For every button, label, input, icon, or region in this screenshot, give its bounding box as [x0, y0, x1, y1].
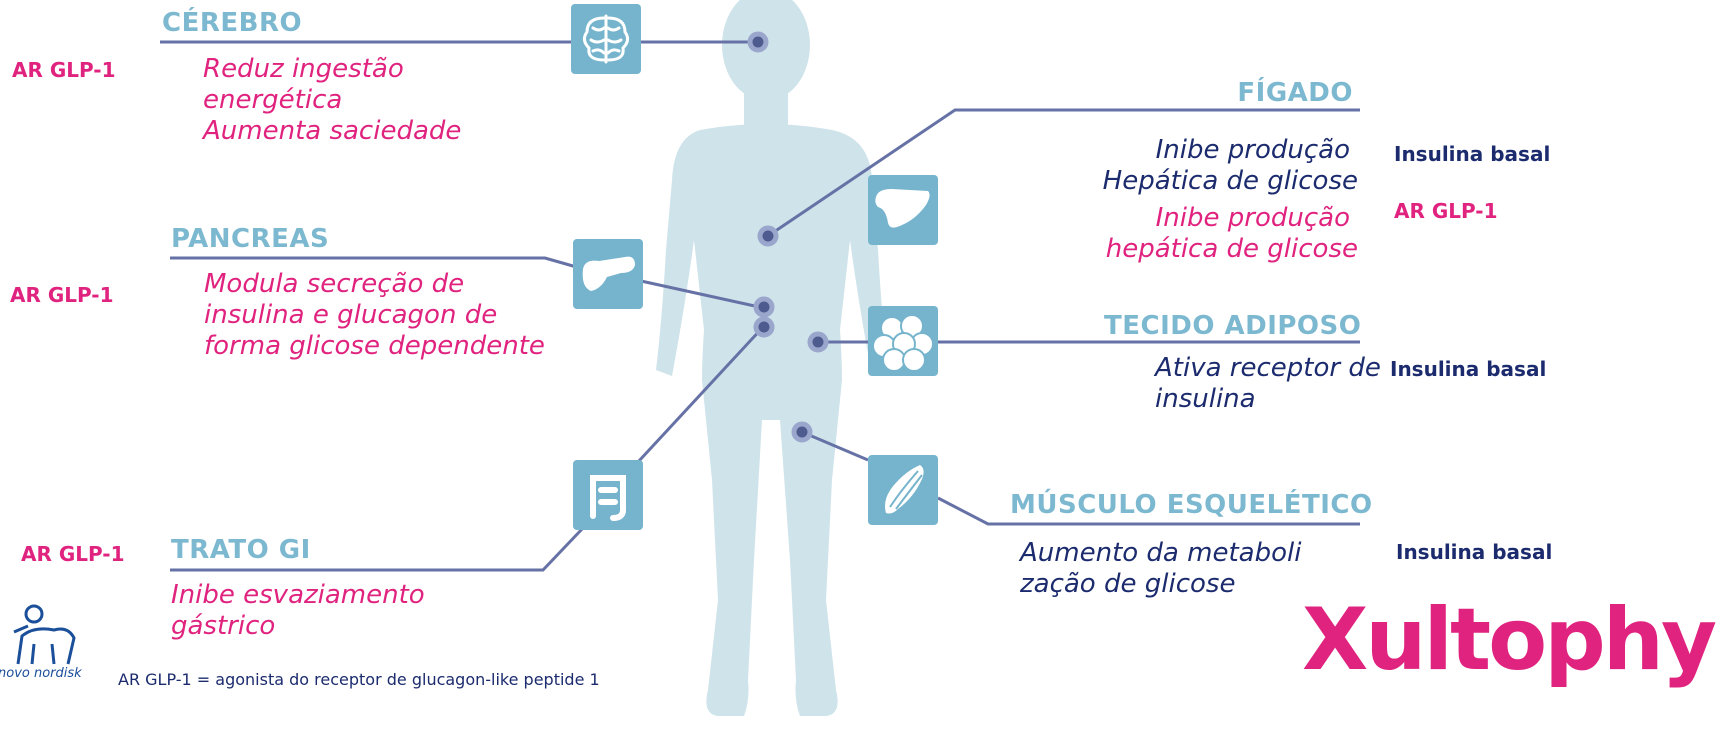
liver-title: FÍGADO: [1160, 78, 1353, 108]
muscle-tag: Insulina basal: [1396, 540, 1552, 564]
brain-title: CÉREBRO: [162, 8, 302, 38]
brain-icon: [571, 4, 641, 74]
adipose-title: TECIDO ADIPOSO: [1104, 311, 1361, 341]
intestine-icon: [573, 460, 643, 530]
xultophy-logo: Xultophy: [1302, 590, 1727, 690]
muscle-icon: [868, 455, 938, 525]
novo-nordisk-logo: novo nordisk: [4, 604, 104, 749]
novo-nordisk-wordmark: novo nordisk: [0, 666, 82, 681]
human-body-silhouette: [656, 0, 888, 716]
brain-tag: AR GLP-1: [12, 58, 116, 82]
pancreas-icon: [573, 239, 643, 309]
gi-tag: AR GLP-1: [21, 542, 125, 566]
liver-tag-basal: Insulina basal: [1394, 142, 1550, 166]
footnote-abbreviation: AR GLP-1 = agonista do receptor de gluca…: [118, 670, 600, 689]
muscle-title: MÚSCULO ESQUELÉTICO: [1010, 490, 1373, 520]
fat-cells-icon: [868, 306, 938, 376]
gi-title: TRATO GI: [171, 535, 311, 565]
apis-bull-icon: [4, 604, 84, 666]
adipose-tag: Insulina basal: [1390, 357, 1546, 381]
pancreas-tag: AR GLP-1: [10, 283, 114, 307]
liver-icon: [868, 175, 938, 245]
pancreas-title: PANCREAS: [171, 224, 329, 254]
liver-tag-glp: AR GLP-1: [1394, 199, 1498, 223]
